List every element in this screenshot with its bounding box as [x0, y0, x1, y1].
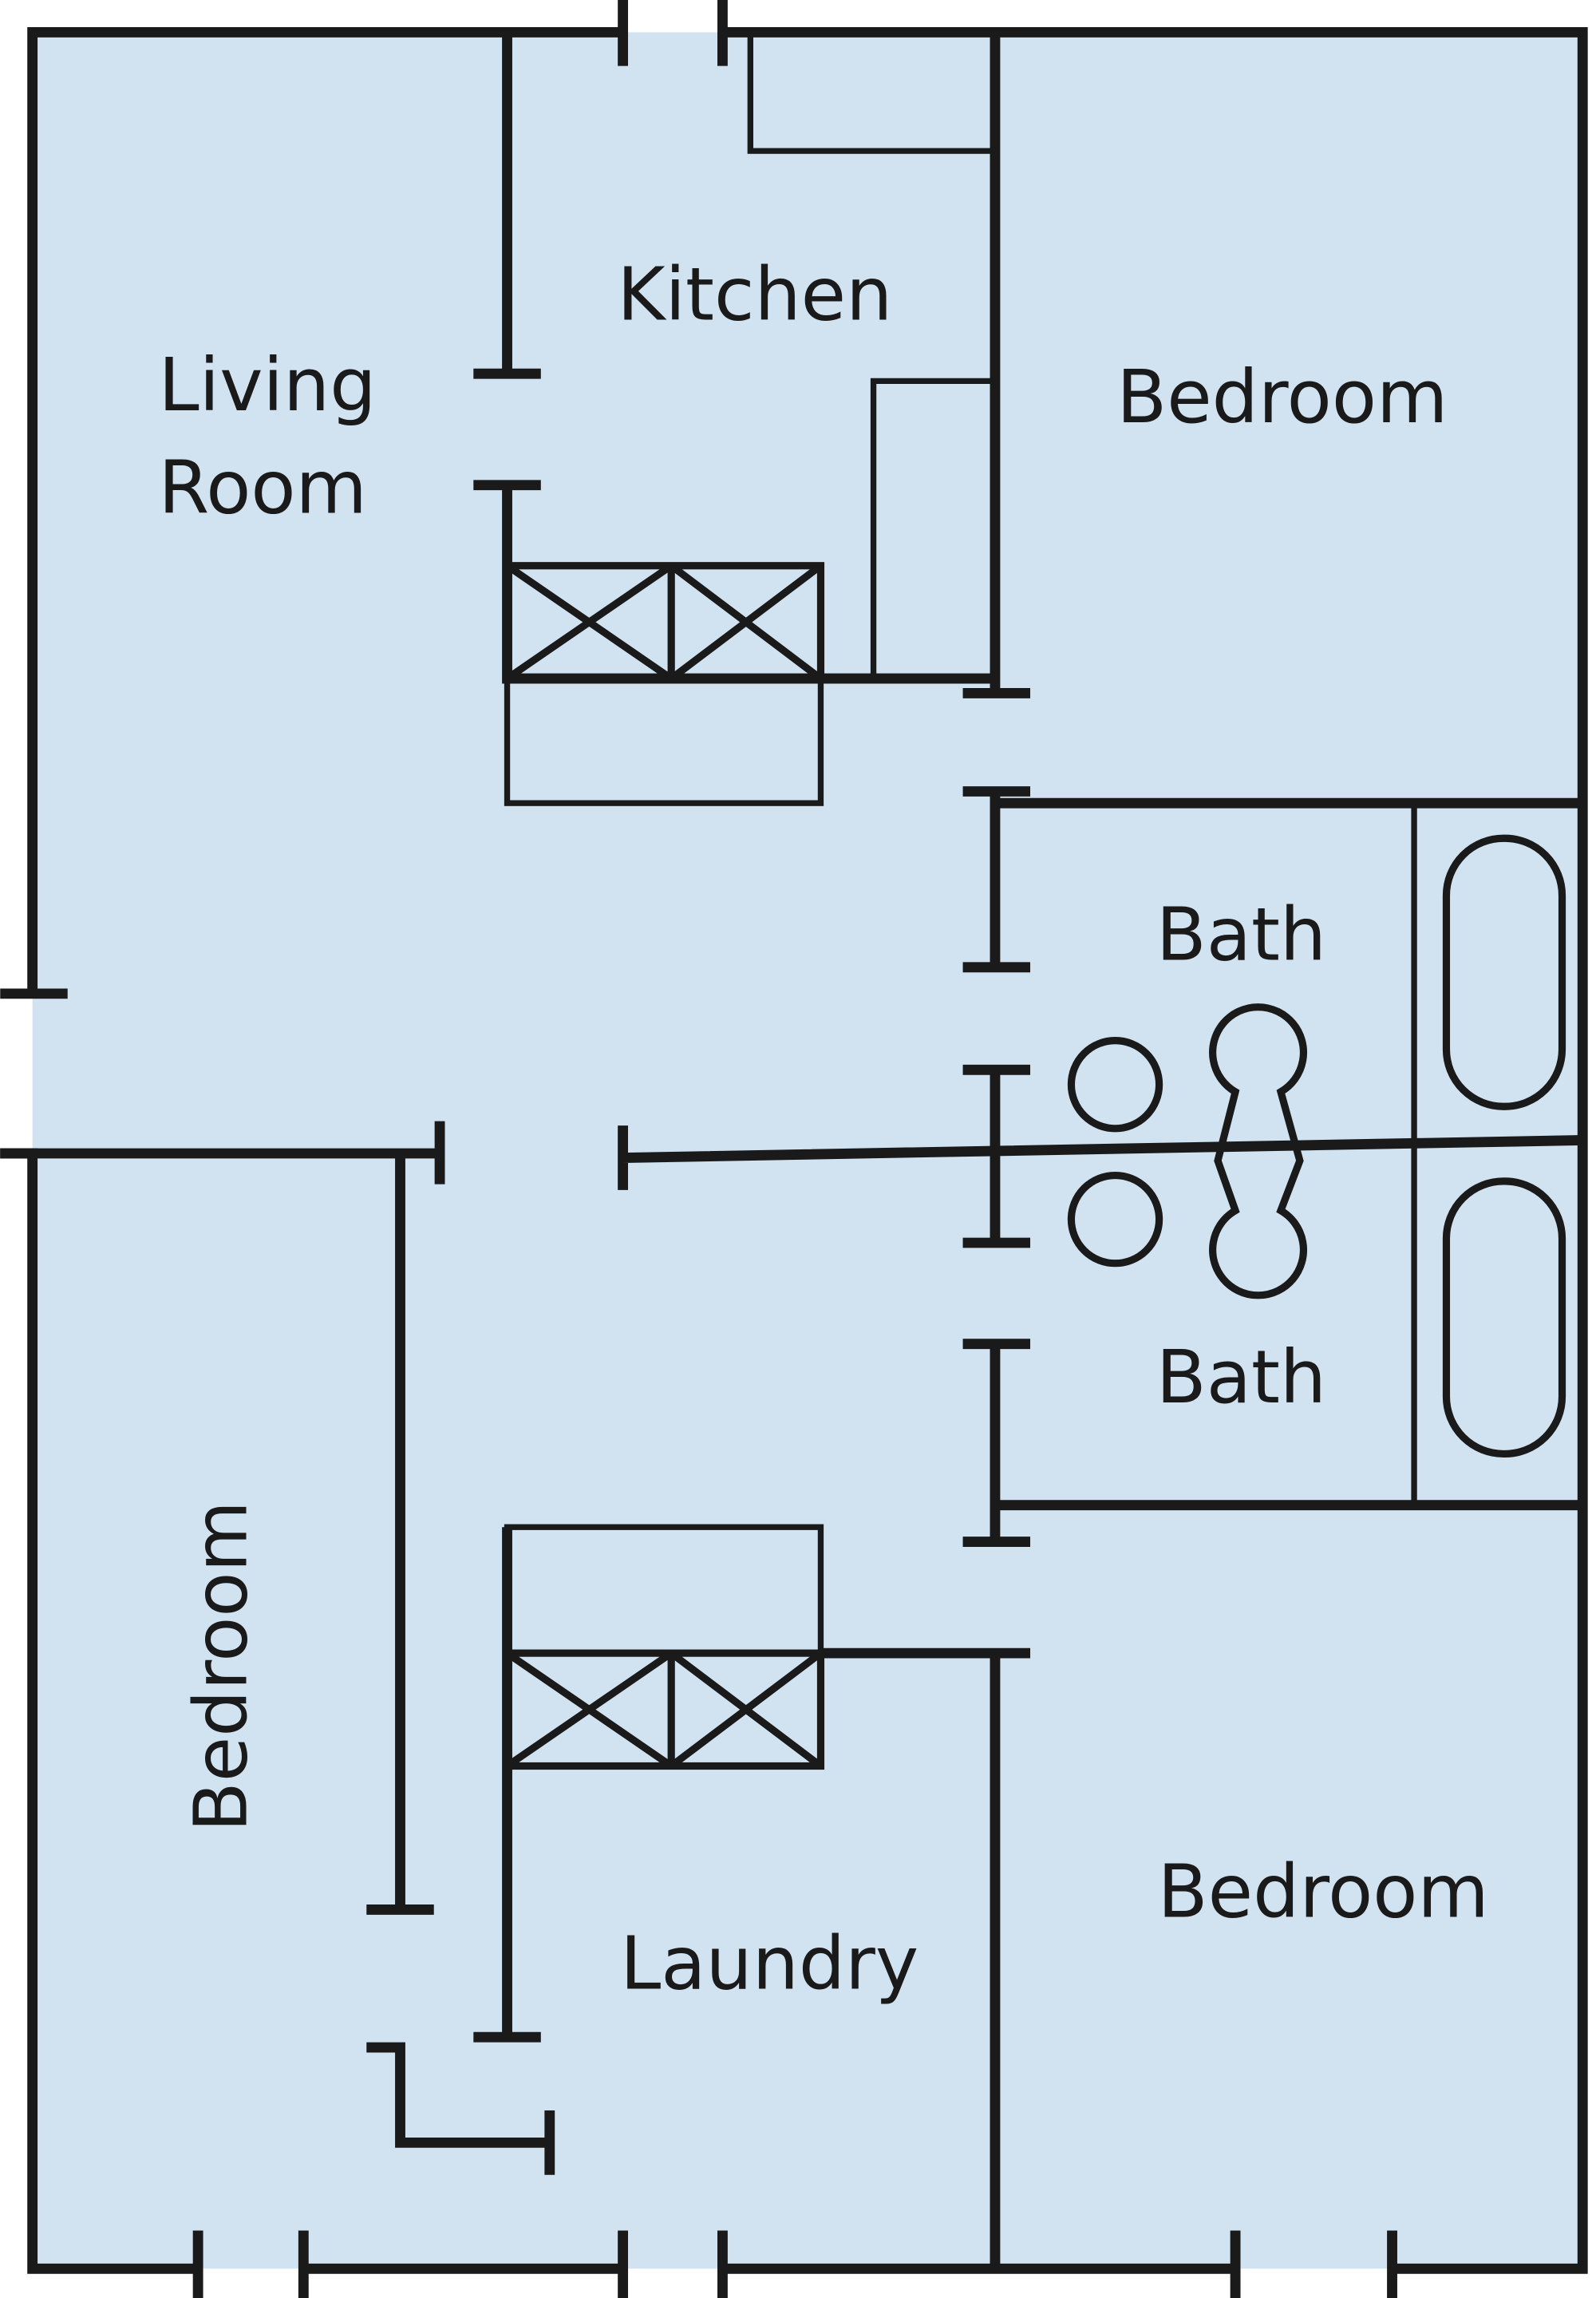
bedroom-bottom-right-label: Bedroom — [1158, 1849, 1489, 1935]
laundry-cabinet — [503, 1524, 825, 1770]
sink-icon — [1067, 1171, 1163, 1268]
bath-lower-label: Bath — [1156, 1335, 1326, 1420]
room-labels: Living Room Kitchen Bedroom Bath Bath Be… — [159, 251, 1489, 2006]
bedroom-top-right-label: Bedroom — [1116, 354, 1448, 440]
bedroom-left-label: Bedroom — [179, 1501, 264, 1832]
bathtub-icon — [1442, 834, 1566, 1110]
interior-walls — [0, 32, 1583, 2269]
bathtub-icon — [1442, 1177, 1566, 1458]
living-room-label-2: Room — [159, 445, 367, 531]
sink-icon — [1067, 1037, 1163, 1133]
living-room-label: Living — [159, 342, 377, 428]
kitchen-label: Kitchen — [617, 251, 892, 337]
bath-upper-label: Bath — [1156, 892, 1326, 978]
laundry-label: Laundry — [620, 1921, 918, 2007]
kitchen-counters — [747, 32, 995, 679]
toilet-icon — [1209, 1003, 1307, 1299]
kitchen-cabinet — [503, 562, 825, 806]
bath-fixtures — [1067, 803, 1566, 1505]
